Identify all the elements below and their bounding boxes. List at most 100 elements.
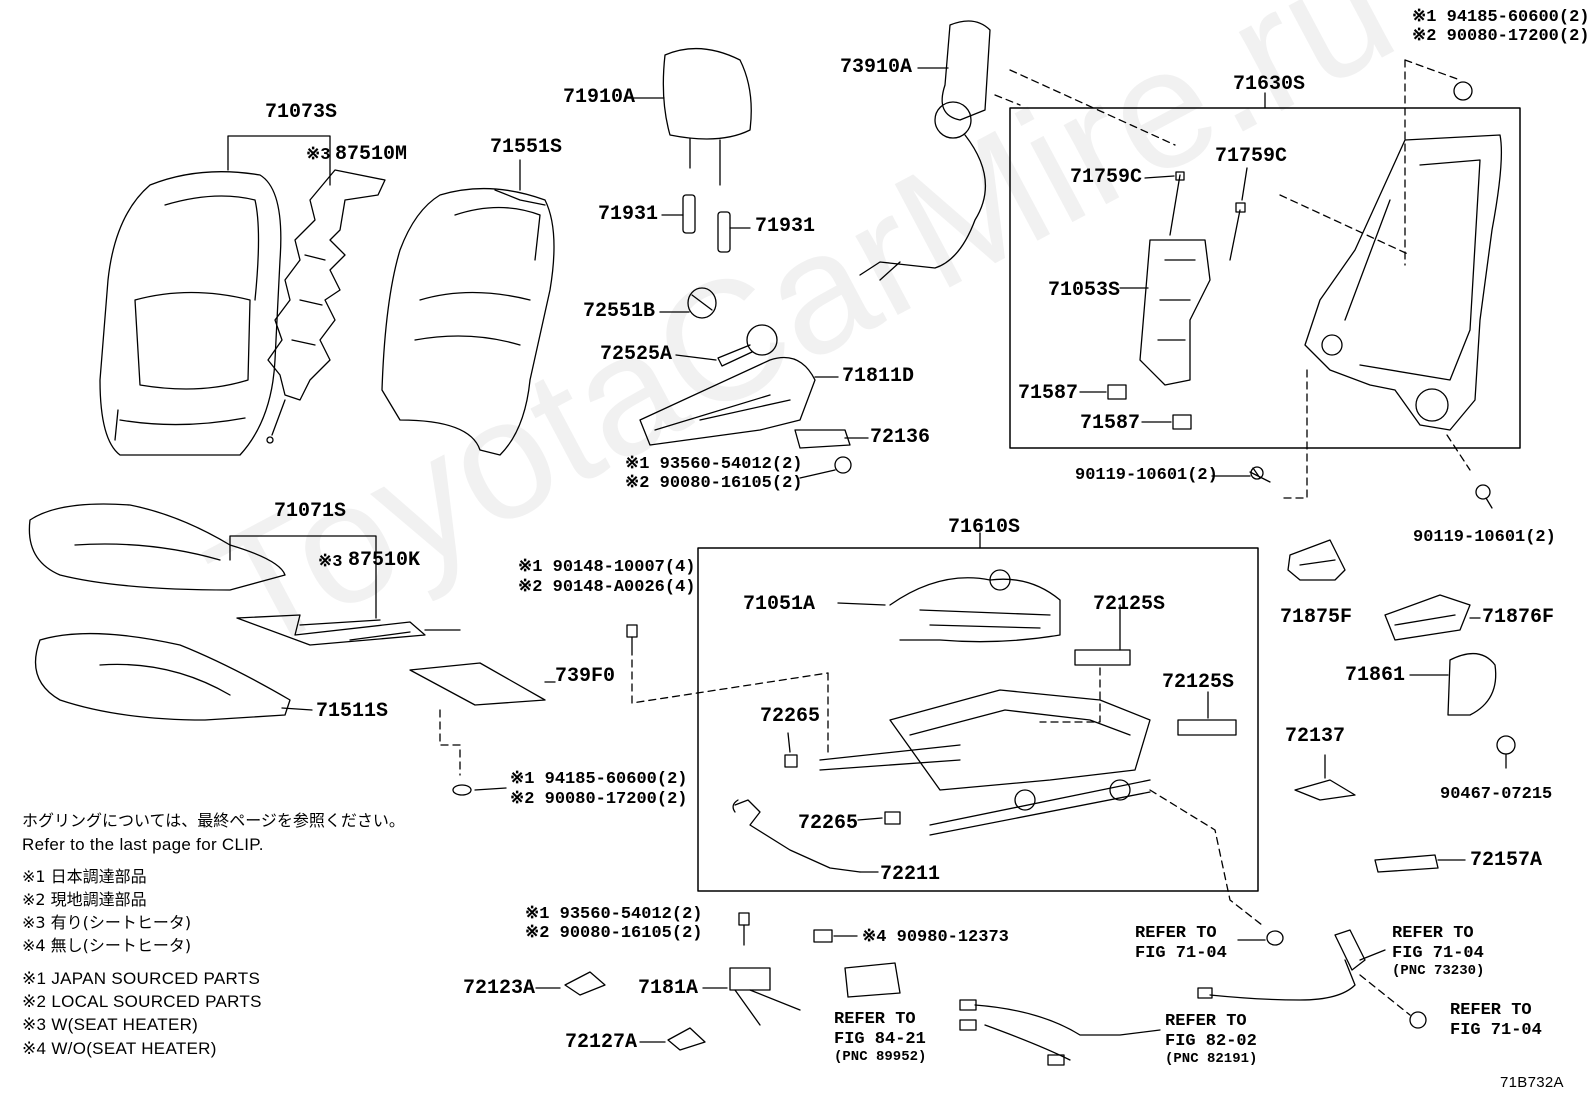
label-71053S: 71053S [1048, 279, 1121, 302]
lever-drawing [675, 324, 778, 367]
headrest-guides-drawing [661, 194, 751, 253]
refer-1-line2: FIG 71-04 [1135, 943, 1227, 963]
bolt-bottom-drawing [738, 912, 750, 946]
refer-5-line3: (PNC 82191) [1165, 1051, 1258, 1068]
label-71051A: 71051A [743, 593, 816, 616]
refer-5-line1: REFER TO [1165, 1012, 1247, 1031]
refer-4-line1: REFER TO [834, 1010, 916, 1029]
refer-3-line1: REFER TO [1450, 1001, 1532, 1020]
cover-72127A-drawing [639, 1027, 706, 1051]
clip-90467-drawing [1496, 735, 1516, 769]
sourced-top-right-1: ※1 94185-60600(2) [1412, 8, 1590, 27]
heater-mark-87510K: ※3 [318, 553, 343, 572]
sourced-top-right-2: ※2 90080-17200(2) [1412, 27, 1590, 46]
shield-drawing [639, 356, 839, 446]
diagram-id: 71B732A [1500, 1074, 1564, 1091]
headrest-drawing [662, 47, 752, 186]
label-71759C-b: 71759C [1215, 145, 1288, 168]
label-90119-left: 90119-10601(2) [1075, 466, 1218, 485]
box-71610S [697, 547, 1259, 892]
sourced-bottom-bolt-1: ※1 93560-54012(2) [525, 905, 703, 924]
nut-71-04-drawing [1359, 974, 1427, 1029]
sourced-left-bolt-2: ※2 90148-A0026(4) [518, 578, 696, 597]
label-72125S-b: 72125S [1162, 671, 1235, 694]
label-71587-b: 71587 [1080, 412, 1141, 435]
label-87510M: 87510M [335, 143, 408, 166]
lumbar-drawing [1139, 171, 1246, 386]
label-71875F: 71875F [1280, 606, 1353, 629]
label-72136: 72136 [870, 426, 931, 449]
label-71071S: 71071S [274, 500, 347, 523]
sourced-mid-bolt-2: ※2 90080-16105(2) [625, 474, 803, 493]
label-72125S-a: 72125S [1093, 593, 1166, 616]
label-739F0: 739F0 [555, 665, 616, 688]
nut-top-right-drawing [1404, 59, 1473, 266]
cover-71861-drawing [1409, 653, 1497, 716]
clip-71587-b [1172, 414, 1192, 430]
motor-72125S-a [1074, 649, 1131, 666]
switch-7181A-drawing [702, 967, 801, 1026]
label-71551S: 71551S [490, 136, 563, 159]
label-72551B: 72551B [583, 300, 656, 323]
label-90119-right: 90119-10601(2) [1413, 528, 1556, 547]
note-jp2: ※2 現地調達部品 [22, 890, 147, 909]
sourced-nut-739F0-1: ※1 94185-60600(2) [510, 770, 688, 789]
sourced-bottom-bolt-2: ※2 90080-16105(2) [525, 924, 703, 943]
cushion-cover-drawing [28, 503, 286, 591]
seatback-frame-drawing [1304, 134, 1503, 431]
label-71610S: 71610S [948, 516, 1021, 539]
seat-track-drawing [819, 689, 1151, 836]
clip-71587-a [1107, 384, 1127, 400]
motor-72125S-b [1177, 719, 1237, 736]
label-72137: 72137 [1285, 725, 1346, 748]
harness-82-02-drawing [959, 999, 1161, 1066]
refer-1[interactable]: REFER TO FIG 71-04 [1135, 924, 1227, 963]
sourced-nut-739F0-2: ※2 90080-17200(2) [510, 790, 688, 809]
seatback-cover-drawing [99, 171, 282, 456]
label-71910A: 71910A [563, 86, 636, 109]
refer-2-line1: REFER TO [1392, 924, 1474, 943]
note-jp4: ※4 無し(シートヒータ) [22, 936, 192, 955]
label-71511S: 71511S [316, 700, 389, 723]
cover-72123A-drawing [535, 971, 606, 996]
label-90980-12373: ※4 90980-12373 [862, 928, 1009, 947]
label-71759C-a: 71759C [1070, 166, 1143, 189]
ecu-drawing [844, 962, 901, 998]
label-71931-b: 71931 [755, 215, 816, 238]
refer-4[interactable]: REFER TO FIG 84-21 (PNC 89952) [834, 1010, 926, 1065]
trim-72137-drawing [1294, 754, 1356, 801]
refer-3-line2: FIG 71-04 [1450, 1020, 1542, 1040]
refer-2[interactable]: REFER TO FIG 71-04 (PNC 73230) [1392, 924, 1484, 979]
note-en-clip: Refer to the last page for CLIP. [22, 835, 264, 854]
note-jp3: ※3 有り(シートヒータ) [22, 913, 192, 932]
sourced-left-bolt-1: ※1 90148-10007(4) [518, 558, 696, 577]
label-71811D: 71811D [842, 365, 915, 388]
label-71931-a: 71931 [598, 203, 659, 226]
airbag-drawing [859, 20, 991, 281]
note-jp-clip: ホグリングについては、最終ページを参照ください。 [22, 811, 405, 830]
refer-5[interactable]: REFER TO FIG 82-02 (PNC 82191) [1165, 1012, 1257, 1067]
refer-3[interactable]: REFER TO FIG 71-04 [1450, 1001, 1542, 1040]
label-72265-a: 72265 [760, 705, 821, 728]
label-71861: 71861 [1345, 664, 1406, 687]
note-en1: ※1 JAPAN SOURCED PARTS [22, 969, 261, 988]
connector-90980-drawing [813, 929, 858, 943]
note-en2: ※2 LOCAL SOURCED PARTS [22, 992, 262, 1011]
bolt-90119-right-drawing [1446, 434, 1493, 509]
label-72265-b: 72265 [798, 812, 859, 835]
label-71073S: 71073S [265, 101, 338, 124]
heater-mark-87510M: ※3 [306, 146, 331, 165]
ring-drawing [1237, 930, 1284, 946]
mat-739F0-drawing [409, 662, 556, 706]
note-en3: ※3 W(SEAT HEATER) [22, 1015, 199, 1034]
refer-2-line3: (PNC 73230) [1392, 963, 1485, 980]
refer-5-line2: FIG 82-02 [1165, 1031, 1257, 1051]
label-72525A: 72525A [600, 343, 673, 366]
bolt-72136-drawing [799, 456, 852, 479]
label-90467-07215: 90467-07215 [1440, 785, 1553, 804]
label-7181A: 7181A [638, 977, 699, 1000]
nut-739F0-drawing [452, 784, 507, 796]
label-71876F: 71876F [1482, 606, 1555, 629]
harness-71-04-drawing [1197, 929, 1386, 1001]
